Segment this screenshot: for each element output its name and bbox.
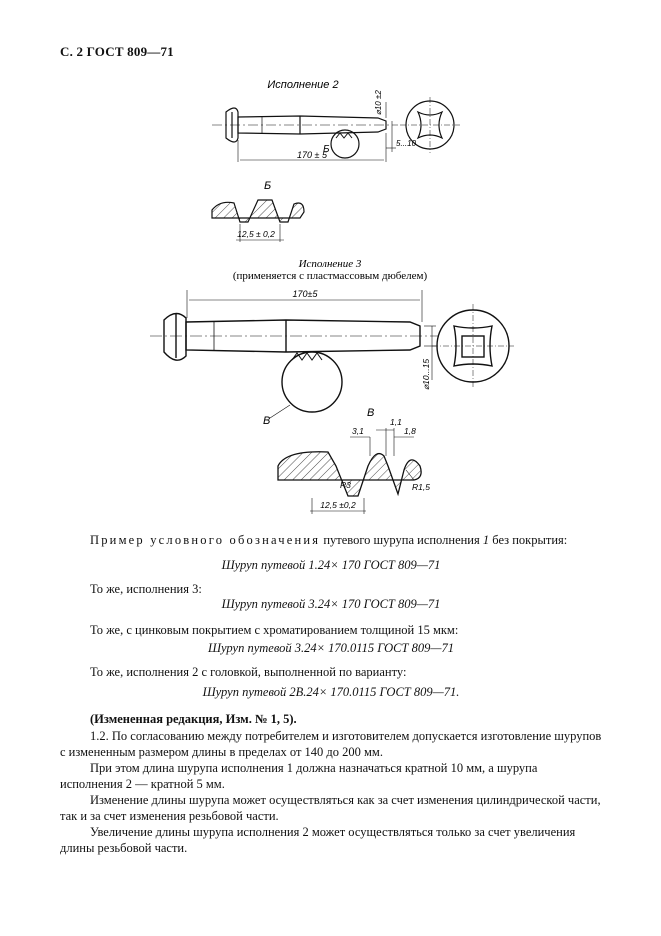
ver2-dim-length: 170 ± 5	[297, 150, 328, 160]
example-lead: Пример условного обозначения путевого шу…	[60, 532, 602, 548]
screw-version-2	[212, 97, 460, 162]
paragraph-length: При этом длина шурупа исполнения 1 должн…	[60, 761, 538, 791]
example-lead-num: 1	[482, 533, 490, 547]
detail-v-dim-c: 1,8	[404, 426, 416, 436]
ver3-dim-diam: ⌀10...15	[421, 359, 431, 390]
paragraph-change: Изменение длины шурупа может осуществлят…	[60, 793, 601, 823]
ver3-dim-length: 170±5	[293, 289, 319, 299]
page-header: С. 2 ГОСТ 809—71	[60, 44, 174, 59]
detail-v-dim-a: 3,1	[352, 426, 364, 436]
designation-3: Шуруп путевой 3.24× 170.0115 ГОСТ 809—71	[208, 641, 454, 655]
detail-b-thread-profile	[211, 199, 305, 242]
ver2-detail-label: Б	[323, 144, 330, 155]
ver2-dim-diam: ⌀10 ±2	[374, 90, 383, 115]
designation-2: Шуруп путевой 3.24× 170 ГОСТ 809—71	[221, 597, 441, 611]
detail-b-dim: 12,5 ± 0,2	[237, 229, 275, 239]
screw-version-3	[150, 290, 514, 419]
ver2-title: Исполнение 2	[267, 79, 338, 91]
ver3-detail-label: В	[263, 415, 270, 427]
detail-v-r15: R1,5	[412, 482, 430, 492]
detail-v-title: В	[367, 407, 374, 419]
example-lead-rest: путевого шурупа исполнения	[320, 533, 483, 547]
same-zinc: То же, с цинковым покрытием с хроматиров…	[90, 623, 459, 637]
detail-v-pitch: 12,5 ±0,2	[320, 500, 356, 510]
paragraph-1-2: 1.2. По согласованию между потребителем …	[60, 729, 602, 759]
detail-b-title: Б	[264, 180, 271, 192]
detail-v-r3: R3	[340, 480, 351, 490]
detail-v-thread-profile	[277, 428, 422, 514]
edition-note: (Измененная редакция, Изм. № 1, 5).	[90, 712, 297, 726]
paragraph-increase: Увеличение длины шурупа исполнения 2 мож…	[60, 825, 576, 855]
same-version-2-head: То же, исполнения 2 с головкой, выполнен…	[90, 665, 407, 679]
designation-4: Шуруп путевой 2В.24× 170.0115 ГОСТ 809—7…	[202, 685, 460, 699]
detail-v-dim-b: 1,1	[390, 417, 402, 427]
designation-1: Шуруп путевой 1.24× 170 ГОСТ 809—71	[221, 558, 441, 572]
ver3-subtitle: (применяется с пластмассовым дюбелем)	[233, 270, 428, 282]
same-version-3: То же, исполнения 3:	[90, 582, 202, 596]
ver3-title: Исполнение 3	[298, 258, 362, 270]
technical-drawing: Исполнение 2 170 ± 5 ⌀10 ±2 5...10 Б Б	[150, 79, 514, 514]
ver2-dim-tip: 5...10	[396, 139, 417, 148]
example-lead-tail: без покрытия:	[489, 533, 568, 547]
example-lead-spaced: Пример условного обозначения	[90, 533, 321, 547]
